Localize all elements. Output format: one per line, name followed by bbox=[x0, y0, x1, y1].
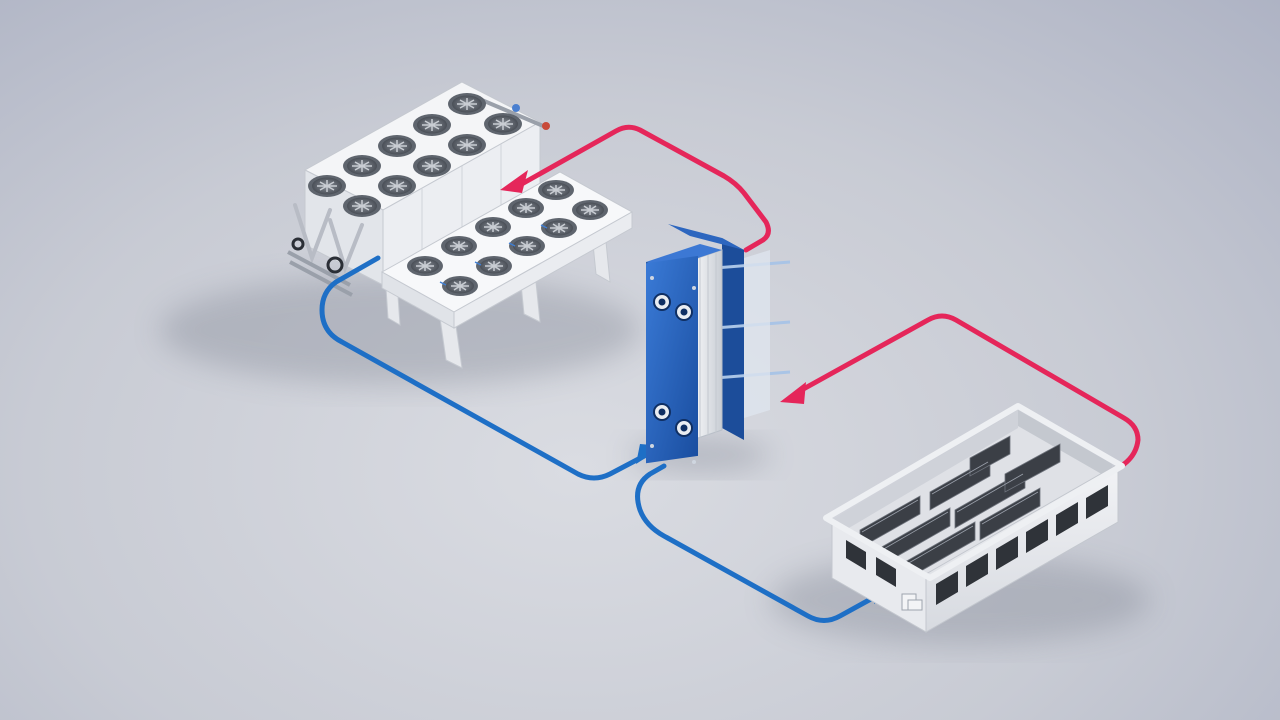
rear-fans bbox=[308, 93, 522, 217]
flow-lines bbox=[319, 124, 1141, 623]
dry-cooler-front-icon bbox=[380, 171, 634, 369]
building-windows bbox=[936, 485, 1108, 605]
dry-cooler-rear-icon bbox=[287, 81, 550, 297]
cold-from-coolers-line bbox=[319, 255, 651, 481]
front-fans bbox=[407, 180, 608, 296]
arrow-into-exchanger-hot-icon bbox=[780, 382, 806, 404]
arrow-into-coolers-icon bbox=[500, 170, 528, 193]
server-racks bbox=[859, 435, 1061, 581]
cold-to-datacenter-line bbox=[635, 463, 883, 623]
hot-from-datacenter-line bbox=[795, 313, 1141, 471]
heat-exchanger-icon bbox=[646, 224, 791, 464]
data-center-icon bbox=[823, 403, 1125, 633]
hot-return-to-coolers-line bbox=[517, 124, 771, 253]
